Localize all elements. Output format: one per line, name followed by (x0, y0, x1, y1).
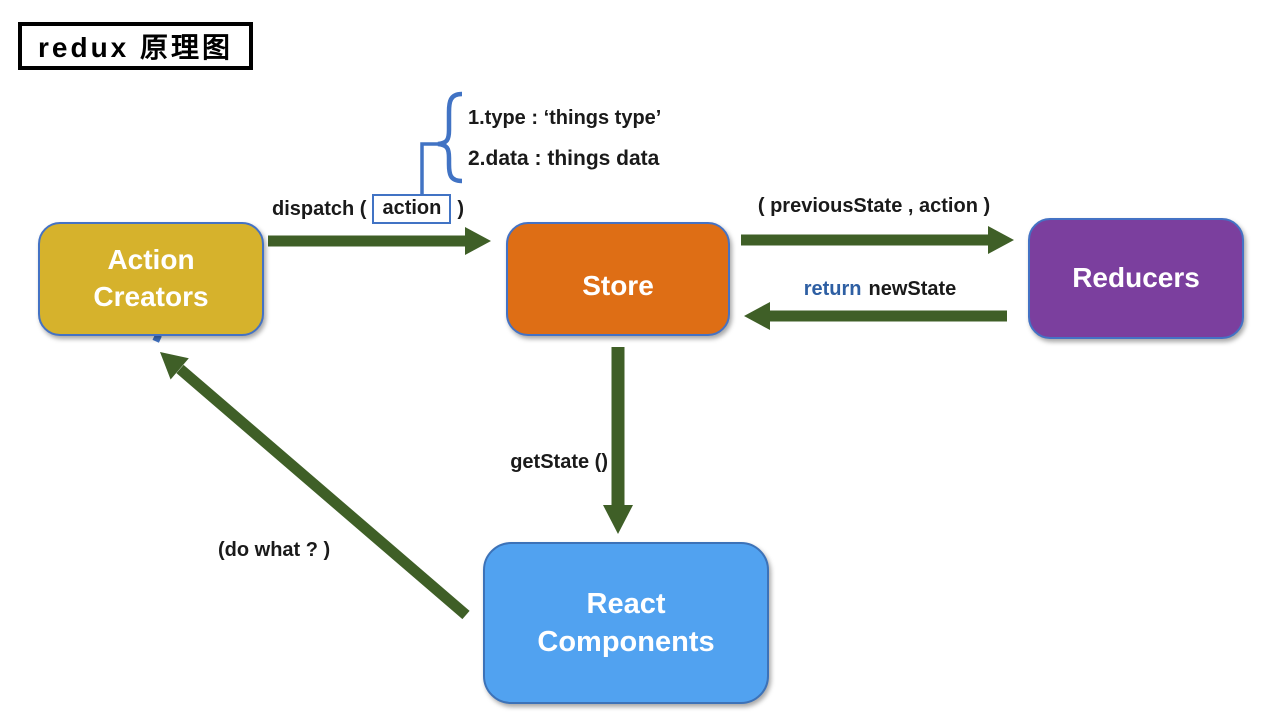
return-newstate-arrow (744, 302, 1007, 330)
curly-brace-icon (420, 91, 463, 196)
return-value: newState (868, 278, 957, 300)
getstate-arrow (603, 347, 633, 534)
action-creators-label-line1: Action (107, 244, 195, 276)
dispatch-arrow (268, 227, 491, 255)
previous-state-arrow (741, 226, 1014, 254)
node-react-components: React Components (483, 542, 769, 704)
do-what-label: (do what ? ) (218, 539, 331, 561)
dispatch-suffix: ) (457, 197, 465, 220)
dispatch-prefix: dispatch ( (272, 197, 367, 220)
diagram-title-box: redux 原理图 (18, 22, 254, 70)
getstate-label: getState () (510, 451, 608, 473)
action-creators-label-line2: Creators (93, 281, 209, 312)
previous-state-label: ( previousState , action ) (757, 195, 991, 217)
action-field-data-label: 2.data : things data (468, 147, 660, 170)
action-field-type-label: 1.type : ‘things type’ (468, 107, 662, 129)
react-components-label-line2: Components (537, 626, 715, 658)
action-chip: action (372, 194, 452, 224)
return-newstate-label: return newState (760, 278, 1000, 301)
do-what-arrow (160, 352, 470, 620)
node-action-creators: Action Creators (38, 222, 264, 336)
node-reducers: Reducers (1028, 218, 1244, 339)
diagram-title: redux 原理图 (38, 32, 234, 63)
dispatch-label: dispatch ( action ) (272, 194, 464, 224)
reducers-label: Reducers (1072, 262, 1200, 294)
return-keyword: return (803, 278, 862, 300)
react-components-label-line1: React (586, 587, 666, 620)
brace-connector-line (420, 142, 438, 196)
store-label: Store (582, 269, 654, 301)
node-store: Store (506, 222, 730, 336)
